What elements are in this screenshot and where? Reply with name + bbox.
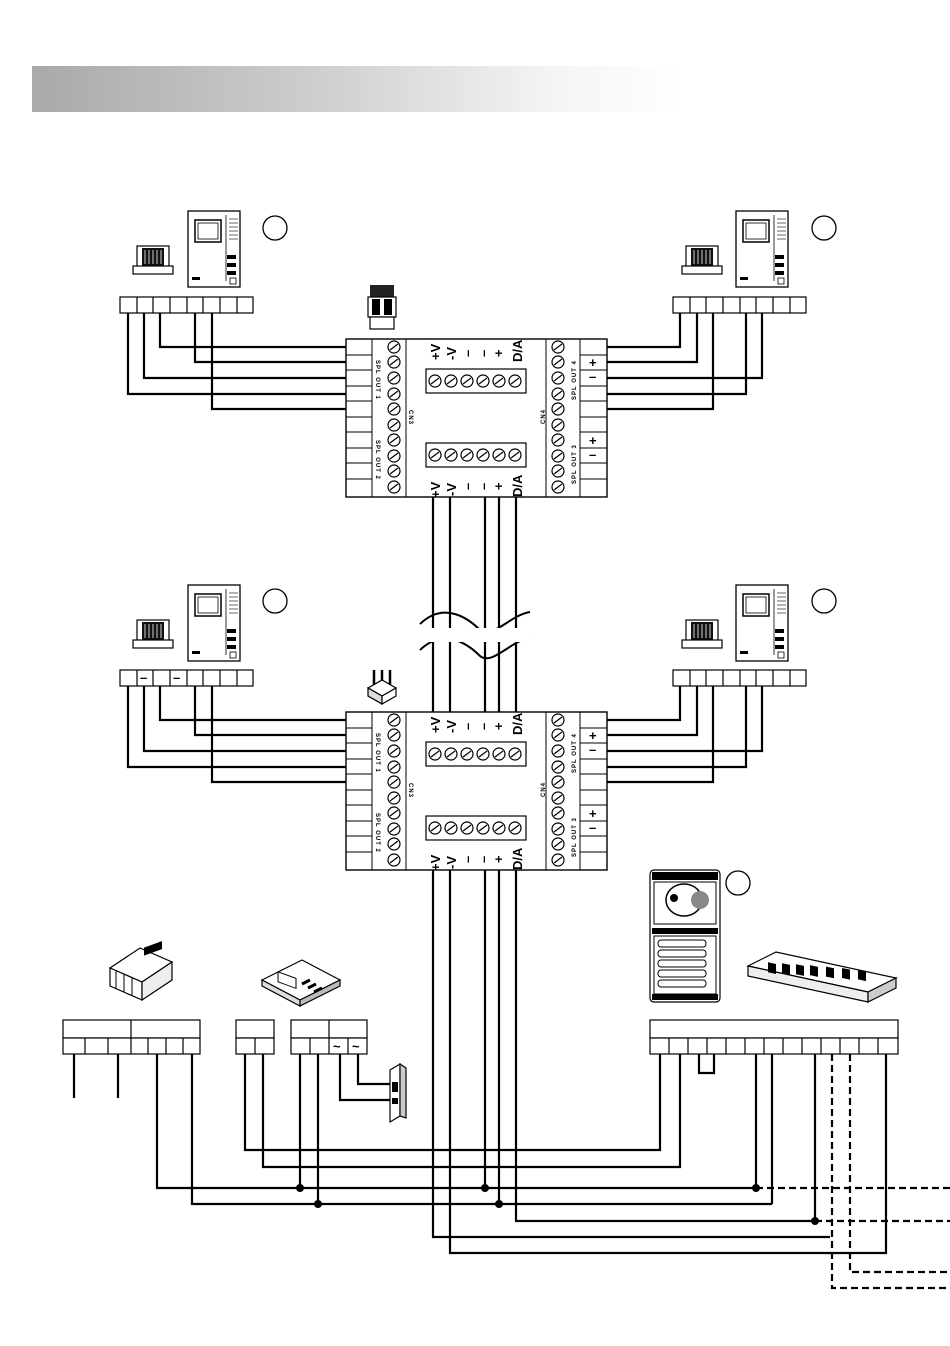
- monitor-bracket-icon: [133, 620, 173, 648]
- output-label: SPL OUT 3: [572, 444, 578, 484]
- output-label: SPL OUT 4: [572, 733, 578, 773]
- monitor-terminal-mark: –: [140, 670, 147, 685]
- distributor-upper: +V -V – – + D/A +V -V – – + D/A + – + – …: [346, 339, 607, 498]
- ac-symbol: ~: [333, 1039, 341, 1054]
- door-panel-icon: [650, 870, 720, 1002]
- relay-terminal-block-a: [236, 1020, 274, 1054]
- callout-circle: [726, 871, 750, 895]
- monitor-icon: [736, 585, 788, 661]
- connector-label: CN4: [541, 409, 547, 424]
- callout-circle: [812, 589, 836, 613]
- terminal-label: +: [491, 722, 506, 730]
- panel-terminal-block: [650, 1020, 898, 1054]
- callout-circle: [263, 216, 287, 240]
- connector-label: CN4: [541, 782, 547, 797]
- terminal-label: +V: [428, 854, 443, 871]
- connector-label: CN3: [407, 410, 413, 425]
- terminal-label: –: [460, 483, 475, 490]
- terminal-label: +: [491, 482, 506, 490]
- polarity-plus: +: [589, 728, 597, 743]
- jumper-pins-icon: [368, 670, 396, 704]
- monitor-terminal-block: [673, 670, 806, 686]
- monitor-terminal-block: [120, 297, 253, 313]
- ac-symbol: ~: [352, 1039, 360, 1054]
- terminal-label: -V: [444, 347, 459, 360]
- monitor-bracket-icon: [682, 246, 722, 274]
- monitor-icon: [736, 211, 788, 287]
- terminal-label: -V: [444, 856, 459, 869]
- terminal-label: D/A: [510, 339, 525, 362]
- monitor-icon: [188, 211, 240, 287]
- terminal-label: –: [460, 856, 475, 863]
- monitor-terminal-mark: –: [173, 670, 180, 685]
- output-label: SPL OUT 1: [374, 360, 380, 400]
- terminal-label: D/A: [510, 474, 525, 497]
- terminal-label: D/A: [510, 847, 525, 870]
- terminal-label: +: [491, 855, 506, 863]
- terminal-label: –: [476, 483, 491, 490]
- terminal-label: –: [476, 350, 491, 357]
- polarity-plus: +: [589, 806, 597, 821]
- polarity-minus: –: [589, 369, 596, 384]
- monitor-icon: [188, 585, 240, 661]
- terminal-label: -V: [444, 483, 459, 496]
- terminal-label: -V: [444, 720, 459, 733]
- terminal-label: +V: [428, 343, 443, 360]
- terminal-label: –: [460, 350, 475, 357]
- relay-module-icon: [262, 960, 340, 1006]
- monitor-terminal-block: [673, 297, 806, 313]
- terminal-label: +: [491, 349, 506, 357]
- power-supply-terminal-block: [63, 1020, 200, 1054]
- polarity-plus: +: [589, 433, 597, 448]
- terminal-label: –: [476, 723, 491, 730]
- polarity-minus: –: [589, 742, 596, 757]
- terminal-label: –: [460, 723, 475, 730]
- terminal-label: +V: [428, 716, 443, 733]
- power-supply-icon: [110, 941, 172, 1000]
- output-label: SPL OUT 1: [374, 733, 380, 773]
- polarity-minus: –: [589, 820, 596, 835]
- callout-circle: [812, 216, 836, 240]
- output-label: SPL OUT 3: [572, 817, 578, 857]
- terminal-label: +V: [428, 481, 443, 498]
- polarity-plus: +: [589, 355, 597, 370]
- output-label: SPL OUT 2: [374, 813, 380, 853]
- monitor-bracket-icon: [133, 246, 173, 274]
- jumper-cap-icon: [368, 285, 396, 329]
- output-label: SPL OUT 2: [374, 440, 380, 480]
- terminal-label: D/A: [510, 712, 525, 735]
- polarity-minus: –: [589, 447, 596, 462]
- dip-switch-icon: [748, 952, 896, 1002]
- terminal-label: –: [476, 856, 491, 863]
- distributor-lower: +V -V – – + D/A +V -V – – + D/A + – + – …: [346, 712, 607, 871]
- door-lock-icon: [390, 1064, 406, 1122]
- monitor-bracket-icon: [682, 620, 722, 648]
- output-label: SPL OUT 4: [572, 360, 578, 400]
- cable-break-symbol: [420, 612, 530, 658]
- connector-label: CN3: [407, 783, 413, 798]
- callout-circle: [263, 589, 287, 613]
